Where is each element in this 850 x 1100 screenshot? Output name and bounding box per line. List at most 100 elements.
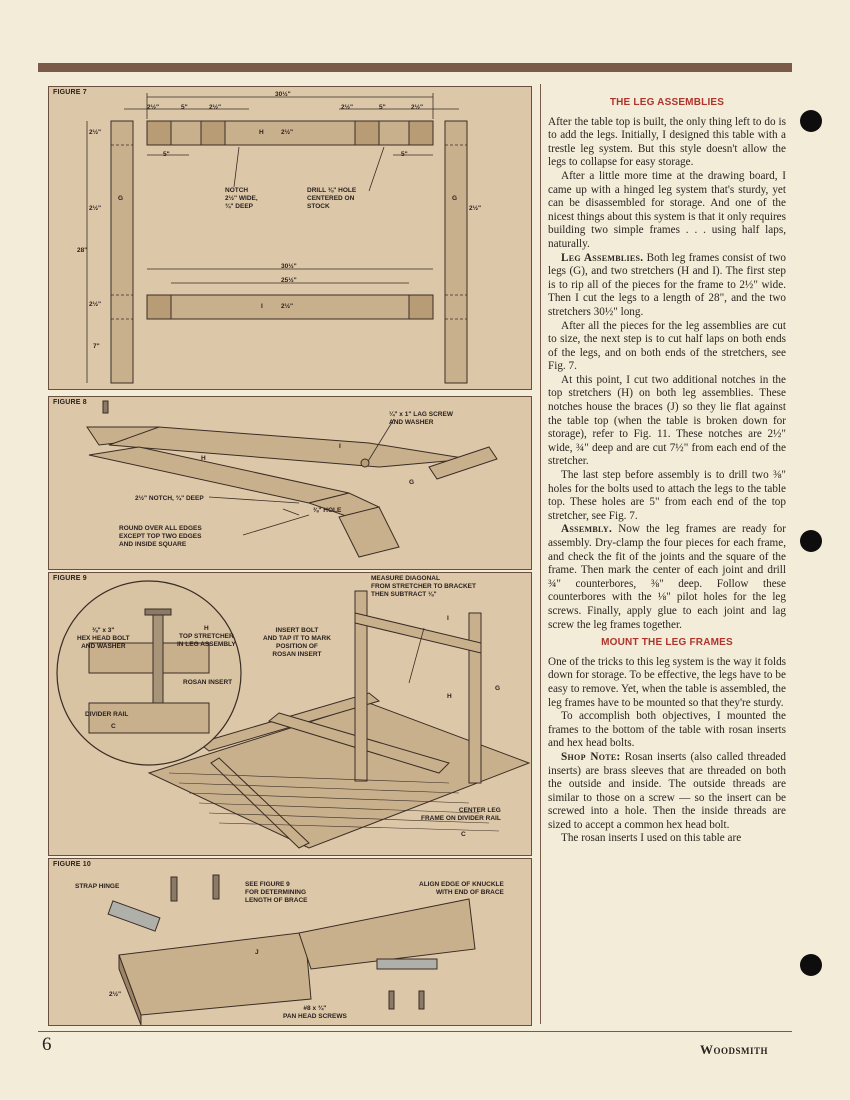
measure-diagonal-callout: MEASURE DIAGONAL FROM STRETCHER TO BRACK…: [371, 575, 476, 598]
hole-callout: DRILL ⅜" HOLE CENTERED ON STOCK: [307, 187, 357, 210]
figure-10: FIGURE 10 STRAP HINGE SEE FIGURE 9 FOR D…: [48, 858, 532, 1026]
leg-right: [468, 612, 482, 784]
dim-i-inner: 25½": [281, 277, 297, 284]
top-rule: [38, 63, 792, 72]
dim-seg-f: 2½": [411, 104, 424, 111]
figure-10-label: FIGURE 10: [53, 861, 91, 868]
leg-g-left: [110, 120, 134, 384]
para-4: After all the pieces for the leg assembl…: [548, 319, 786, 373]
hex-bolt-callout: ⅜" x 3" HEX HEAD BOLT AND WASHER: [77, 627, 130, 650]
binder-hole-1: [800, 110, 822, 132]
lead-shop-note: Shop Note:: [561, 750, 621, 763]
dim-left-top: 2½": [89, 129, 102, 136]
para-10-body: Rosan inserts (also called threaded inse…: [548, 750, 786, 831]
brace-j-right: [298, 898, 476, 970]
figure-8-drawing: [86, 400, 498, 558]
divider-rail-callout: DIVIDER RAIL: [85, 711, 129, 718]
insert-bolt-callout: INSERT BOLT AND TAP IT TO MARK POSITION …: [263, 627, 331, 658]
dim-inner-5-left: 5": [163, 151, 170, 158]
dim-seg-e: 5": [379, 104, 386, 111]
stretcher-i: [354, 612, 482, 654]
rail-3: [210, 757, 310, 849]
figure-7-drawing: [86, 93, 468, 384]
footer-rule: [38, 1031, 792, 1032]
para-11: The rosan inserts I used on this table a…: [561, 832, 742, 845]
fig8-part-g: G: [409, 479, 415, 486]
binder-hole-3: [800, 954, 822, 976]
heading-leg-assemblies: THE LEG ASSEMBLIES: [609, 97, 725, 108]
dim-seg-d: 2½": [341, 104, 354, 111]
para-2: After a little more time at the drawing …: [548, 169, 786, 250]
page-number: 6: [42, 1034, 52, 1055]
dim-i-total: 30½": [281, 263, 297, 270]
rosan-insert-callout: ROSAN INSERT: [183, 679, 233, 686]
para-7-body: Now the leg frames are ready for assembl…: [548, 523, 786, 631]
figure-7: FIGURE 7 30½" 2½" 5" 2½" 2½" 5" 2½" 2½" …: [48, 86, 532, 390]
dim-inner-5-right: 5": [401, 151, 408, 158]
figure-9: FIGURE 9 MEASURE DIAGONAL FROM STRETCHER…: [48, 572, 532, 856]
strap-hinge-callout: STRAP HINGE: [75, 883, 120, 890]
lead-leg-assemblies: Leg Assemblies.: [561, 251, 644, 264]
fig9-part-c: C: [111, 723, 116, 730]
fig8-part-i: I: [339, 443, 341, 450]
figure-8: FIGURE 8 ¼" x 1" LAG SCREW AND WASHER 2½…: [48, 396, 532, 570]
para-9: To accomplish both objectives, I mounted…: [548, 710, 786, 750]
notch-callout: NOTCH 2½" WIDE, ¾" DEEP: [225, 187, 258, 210]
dim-seg-a: 2½": [147, 104, 160, 111]
para-7: Assembly. Now the leg frames are ready f…: [548, 523, 786, 632]
fig10-dim: 2½": [109, 991, 122, 998]
round-over-callout: ROUND OVER ALL EDGES EXCEPT TOP TWO EDGE…: [119, 525, 202, 548]
dim-left-g: 2½": [89, 205, 102, 212]
align-edge-callout: ALIGN EDGE OF KNUCKLE WITH END OF BRACE: [419, 881, 504, 896]
hole-size-callout: ⅜" HOLE: [313, 507, 342, 514]
column-divider: [540, 84, 541, 1024]
dim-top-total: 30½": [275, 91, 291, 98]
figure-9-drawing: [56, 580, 531, 849]
brace-j-left: [118, 932, 312, 1016]
magazine-name: Woodsmith: [700, 1042, 769, 1057]
dim-seg-b: 5": [181, 104, 188, 111]
part-h-label: H: [259, 129, 264, 136]
fig9-part-c2: C: [461, 831, 466, 838]
leg-left: [354, 590, 368, 782]
dim-right-g: 2½": [469, 205, 482, 212]
fig8-part-h: H: [201, 455, 206, 462]
figure-8-label: FIGURE 8: [53, 399, 87, 406]
dim-left-height: 28": [77, 247, 88, 254]
leg-g-bottom: [338, 506, 400, 558]
part-g-left-label: G: [118, 195, 124, 202]
para-1: After the table top is built, the only t…: [548, 115, 786, 169]
fig9-part-h: H: [447, 693, 452, 700]
para-8: One of the tricks to this leg system is …: [548, 655, 787, 709]
para-3: Leg Assemblies. Both leg frames consist …: [548, 252, 786, 320]
dim-h-width: 2½": [281, 129, 294, 136]
fig9-part-g: G: [495, 685, 501, 692]
para-5: At this point, I cut two additional notc…: [548, 373, 786, 468]
part-i-label: I: [261, 303, 263, 310]
para-3-body: Both leg frames consist of two legs (G),…: [548, 251, 787, 318]
fig9-part-i: I: [447, 615, 449, 622]
stretcher-h: [146, 120, 434, 146]
top-stretcher-callout: H TOP STRETCHER IN LEG ASSEMBLY: [177, 625, 236, 648]
article-column: THE LEG ASSEMBLIES After the table top i…: [548, 92, 786, 846]
center-leg-callout: CENTER LEG FRAME ON DIVIDER RAIL: [421, 807, 501, 822]
part-g-right-label: G: [452, 195, 458, 202]
leg-g-right: [444, 120, 468, 384]
dim-left-low: 7": [93, 343, 100, 350]
para-6: The last step before assembly is to dril…: [548, 469, 786, 522]
para-10: Shop Note: Rosan inserts (also called th…: [548, 751, 786, 833]
see-figure-callout: SEE FIGURE 9 FOR DETERMINING LENGTH OF B…: [245, 881, 308, 904]
figure-9-label: FIGURE 9: [53, 575, 87, 582]
frame-back: [108, 426, 470, 468]
figure-10-drawing: [107, 874, 476, 1025]
binder-hole-2: [800, 530, 822, 552]
dim-i-width: 2½": [281, 303, 294, 310]
figure-7-label: FIGURE 7: [53, 89, 87, 96]
lag-screw-callout: ¼" x 1" LAG SCREW AND WASHER: [389, 411, 453, 426]
heading-mount-leg-frames: MOUNT THE LEG FRAMES: [601, 637, 733, 649]
leg-g-top: [428, 446, 498, 480]
dim-left-i: 2½": [89, 301, 102, 308]
dim-seg-c: 2½": [209, 104, 222, 111]
notch-depth-callout: 2½" NOTCH, ¾" DEEP: [135, 495, 204, 502]
fig10-part-j: J: [255, 949, 259, 956]
